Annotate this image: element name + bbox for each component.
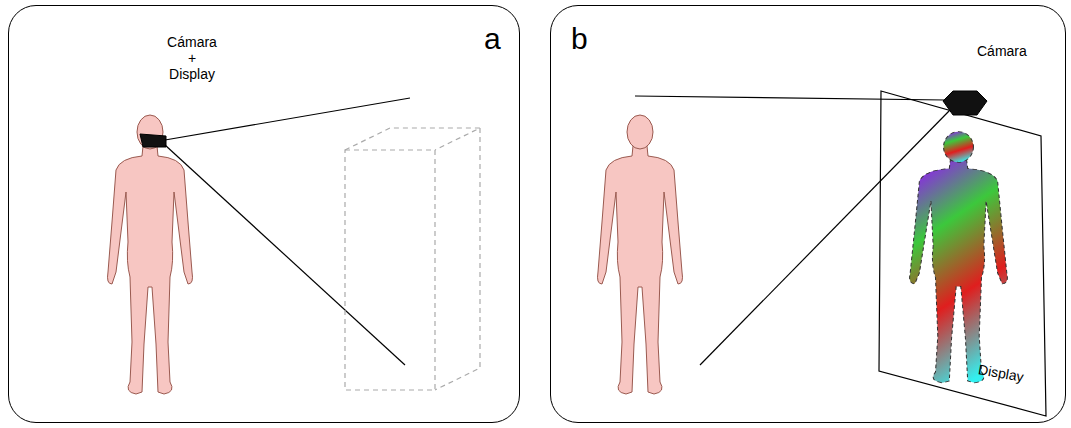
panel-letter: b [571,22,588,57]
device-label: Cámara + Display [165,34,219,82]
head-mounted-display [140,134,166,147]
camera-label: Cámara [977,43,1027,59]
panel: a Cámara + Display [8,5,520,423]
camera-icon [943,91,987,115]
virtual-box [345,128,480,390]
panel: bDisplay Cámara [550,5,1066,423]
display-plane: Display [876,89,1049,419]
panel-letter: a [484,22,501,57]
field-of-view-line [165,98,410,140]
field-of-view-line [635,96,945,100]
display-plane-outline [879,91,1046,416]
display-label: Display [977,361,1025,385]
projected-person [910,132,1008,383]
person-figure [598,115,683,394]
field-of-view-line [700,110,950,365]
field-of-view-line [165,145,405,365]
person-figure [108,115,193,394]
camera: Cámara [939,39,1039,119]
